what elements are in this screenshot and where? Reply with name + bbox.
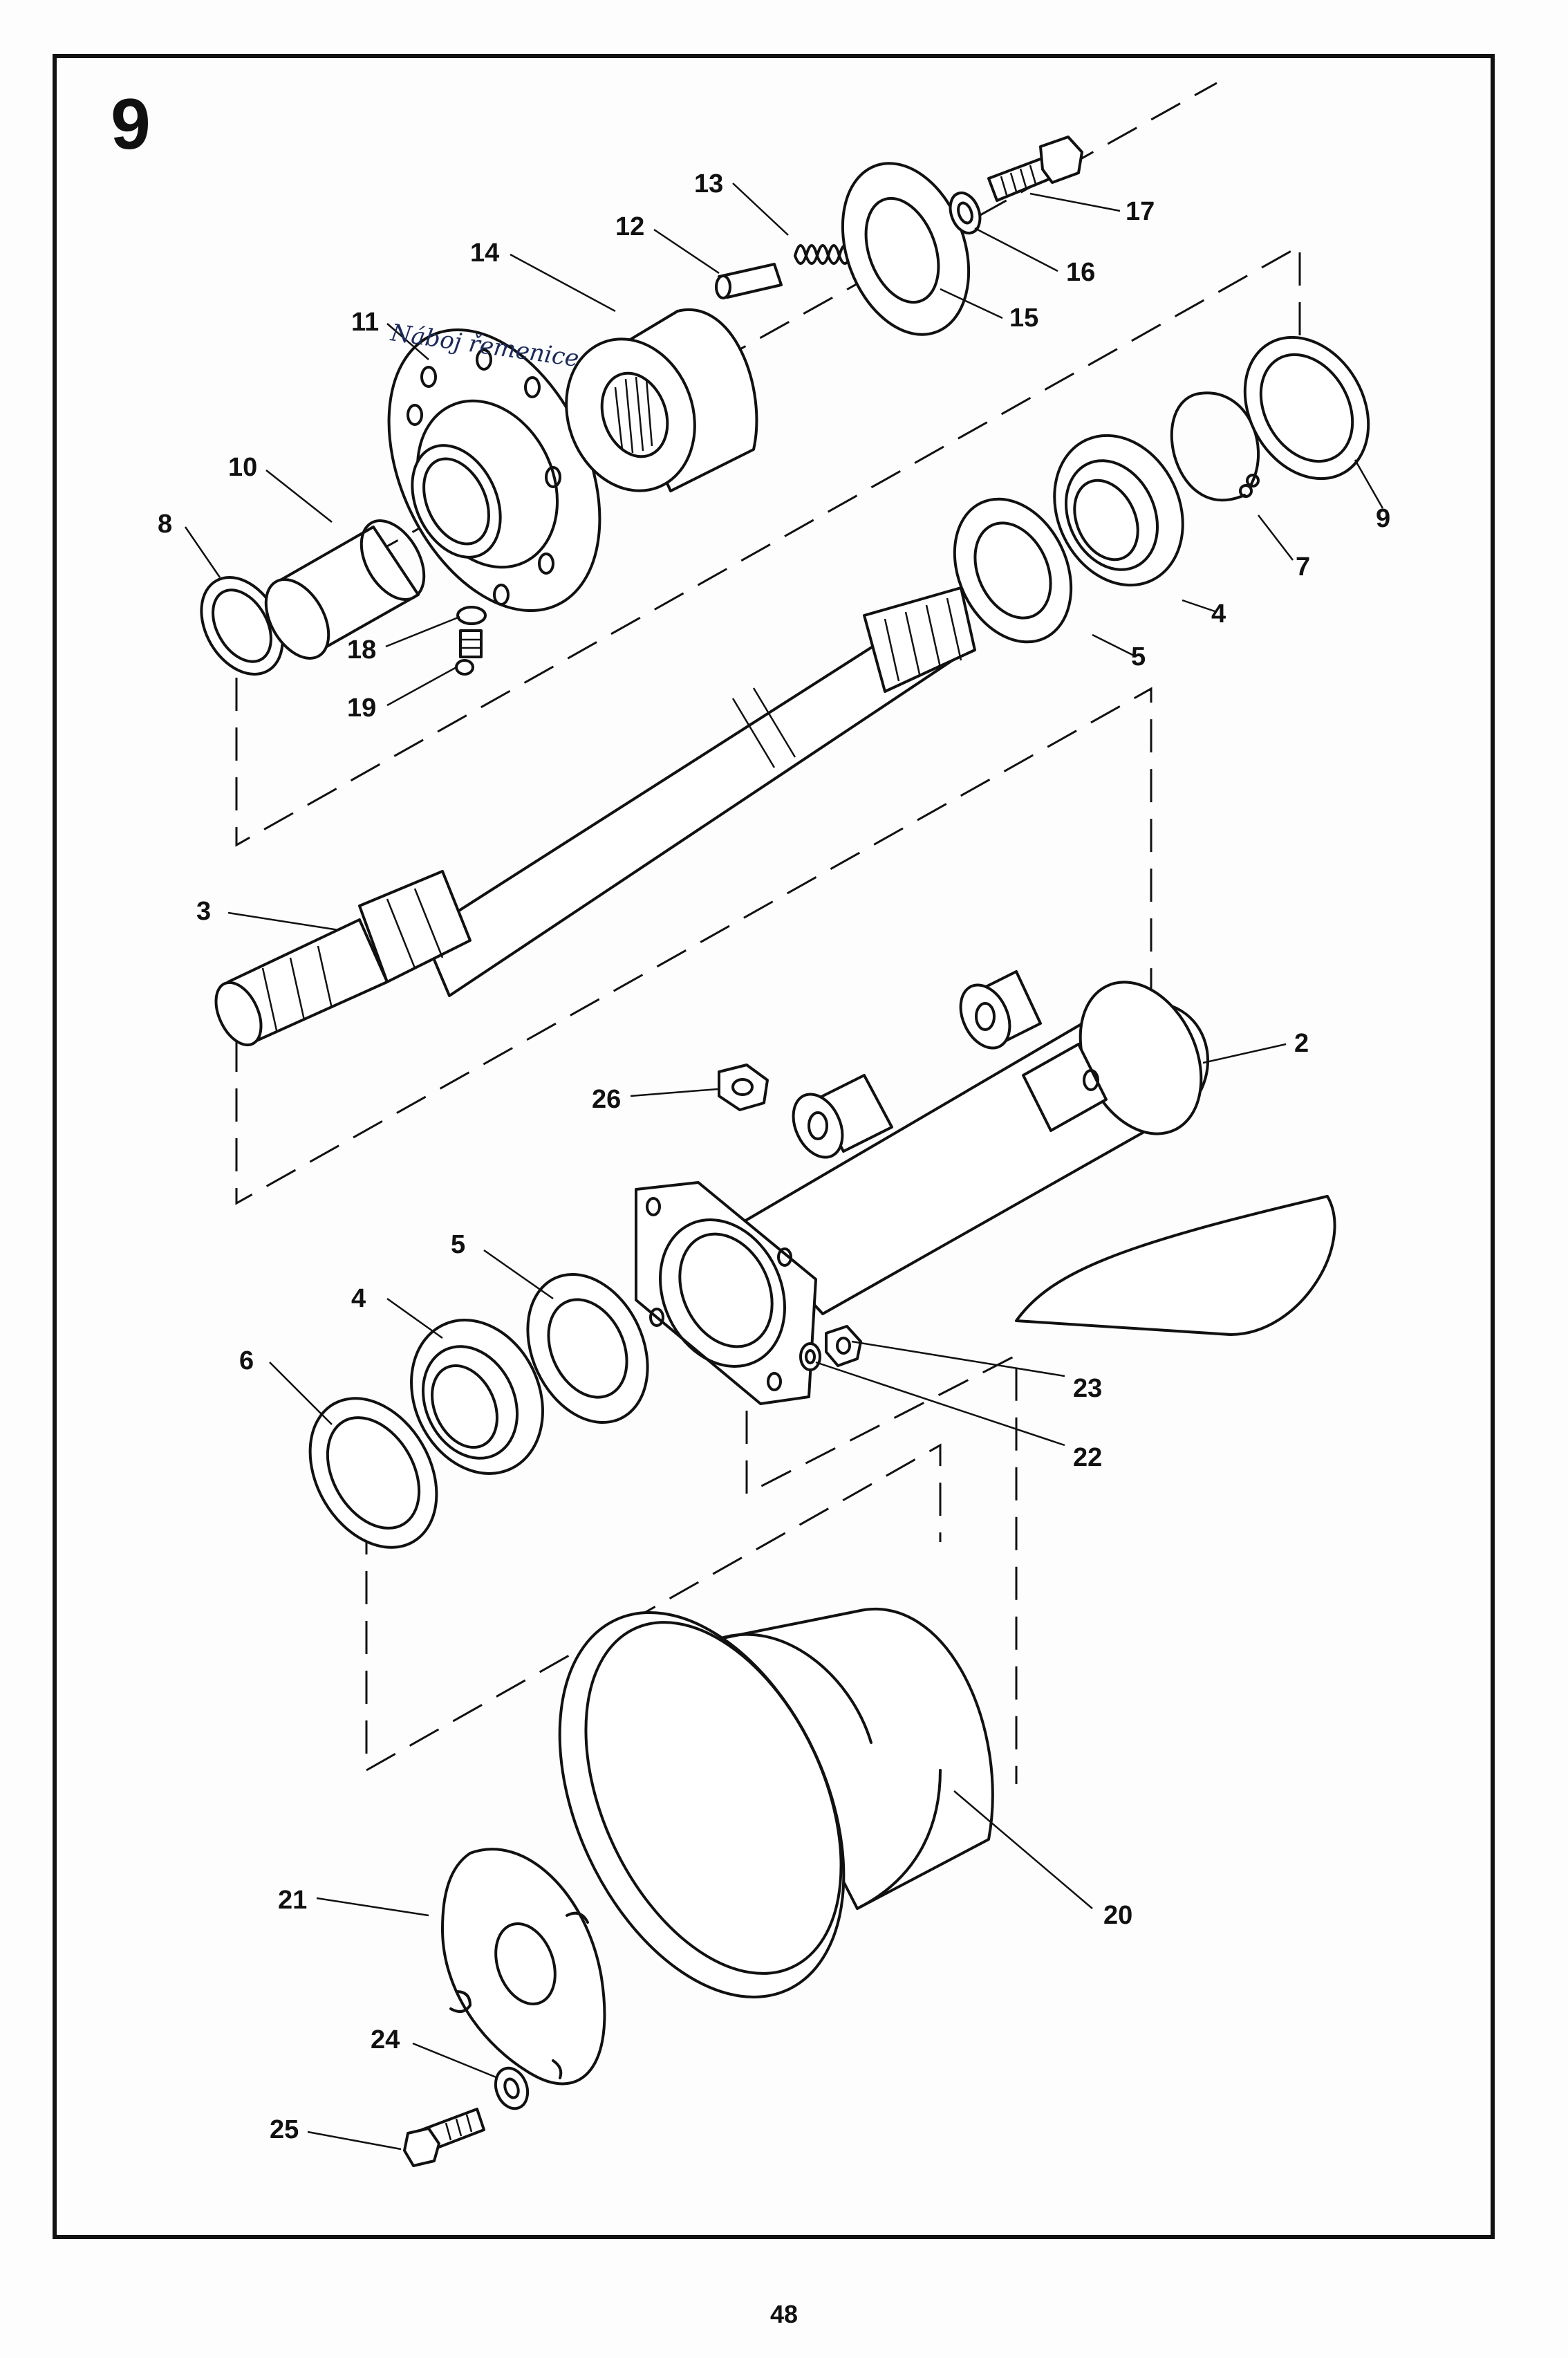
callout-15: 15 [1009, 304, 1038, 333]
spacer-ring-5-upper [953, 497, 1073, 644]
bearing-4-lower [410, 1319, 544, 1475]
shaft [214, 586, 976, 1047]
coupling-14 [565, 308, 758, 492]
callout-3: 3 [196, 897, 211, 926]
seal-6 [308, 1397, 438, 1549]
nut-26 [718, 1064, 769, 1111]
bearing-4-upper [1053, 434, 1184, 587]
callout-5-lower: 5 [451, 1230, 465, 1259]
callout-24: 24 [371, 2025, 400, 2054]
callout-19: 19 [347, 694, 376, 723]
washer-15 [841, 162, 971, 336]
housing-2 [635, 970, 1336, 1405]
diagram-frame [53, 54, 1495, 2239]
grease-nipple [455, 606, 487, 676]
callout-12: 12 [615, 212, 644, 241]
callout-21: 21 [278, 1886, 307, 1915]
guard-cover-20 [558, 1608, 994, 1998]
plate-21 [441, 1848, 606, 2086]
bolt-17 [987, 136, 1083, 202]
washer-22 [799, 1342, 821, 1371]
callout-10: 10 [228, 453, 257, 482]
bushing-10 [264, 519, 426, 660]
callout-20: 20 [1103, 1901, 1132, 1930]
callout-9: 9 [1376, 504, 1390, 533]
callout-16: 16 [1066, 258, 1095, 287]
callout-14: 14 [470, 239, 499, 268]
callout-18: 18 [347, 635, 376, 665]
circlip-7 [1170, 391, 1260, 502]
callout-13: 13 [694, 169, 723, 198]
callout-11: 11 [351, 308, 379, 337]
nut-23 [825, 1325, 862, 1367]
leader-lines [184, 183, 1384, 2151]
callout-17: 17 [1126, 197, 1155, 226]
callout-25: 25 [270, 2115, 299, 2144]
pin-12 [715, 263, 783, 299]
callout-23: 23 [1073, 1374, 1102, 1403]
page-number: 48 [769, 2300, 799, 2328]
callout-6: 6 [239, 1346, 254, 1375]
callout-labels: 2 3 4 4 5 5 6 7 8 9 10 11 12 13 14 15 16… [158, 169, 1390, 2144]
callout-8: 8 [158, 510, 172, 539]
callout-5-upper: 5 [1131, 642, 1146, 671]
callout-7: 7 [1296, 553, 1310, 582]
callout-22: 22 [1073, 1443, 1102, 1472]
seal-9 [1243, 335, 1370, 481]
washer-24 [494, 2066, 530, 2110]
callout-4-lower: 4 [351, 1284, 366, 1313]
section-number: 9 [111, 84, 151, 165]
bolt-25 [403, 2108, 485, 2167]
lock-washer-16 [949, 191, 982, 235]
callout-2: 2 [1294, 1029, 1309, 1058]
spacer-ring-5-lower [526, 1273, 649, 1424]
seal-8 [200, 576, 284, 676]
callout-26: 26 [592, 1085, 621, 1114]
callout-4-upper: 4 [1211, 600, 1226, 629]
hub-flange [387, 328, 601, 613]
